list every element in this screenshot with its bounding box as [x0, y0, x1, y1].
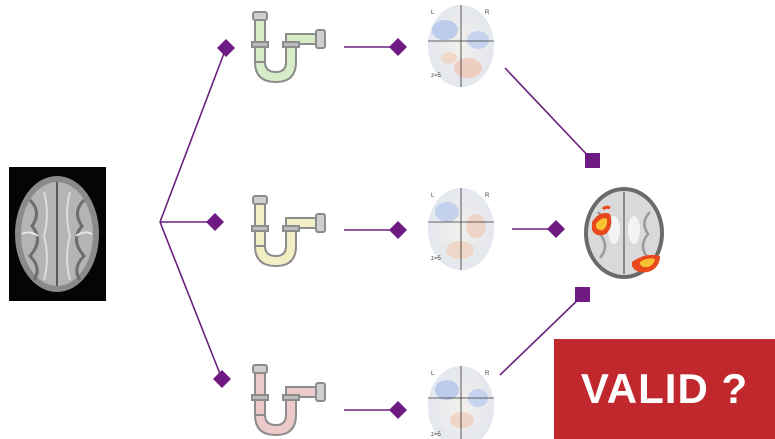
square-marker: [575, 287, 590, 302]
stat-map-icon: L R z=5: [428, 188, 494, 270]
map-left-label: L: [431, 193, 435, 199]
map-slice-label: z=5: [431, 256, 442, 262]
map-left-label: L: [431, 371, 435, 377]
stat-map-icon: L R z=5: [428, 366, 494, 439]
map-left-label: L: [431, 10, 435, 16]
brain-scan-icon: [9, 167, 106, 301]
diamond-marker: [213, 370, 231, 388]
map-right-label: R: [485, 371, 490, 377]
valid-question-badge: VALID ?: [554, 339, 775, 439]
map-slice-label: z=5: [431, 432, 442, 438]
map-right-label: R: [485, 193, 490, 199]
diamond-marker: [389, 221, 407, 239]
diamond-marker: [217, 39, 235, 57]
map-right-label: R: [485, 10, 490, 16]
connector-lines: [159, 46, 593, 411]
pipeline-icon: [251, 195, 326, 268]
diamond-markers: [206, 38, 565, 419]
diamond-marker: [206, 213, 224, 231]
pipeline-icon: [251, 364, 326, 437]
group-result-brain-icon: [584, 187, 664, 279]
pipeline-icon: [251, 11, 326, 84]
square-marker: [585, 153, 600, 168]
valid-question-label: VALID ?: [580, 365, 749, 412]
stat-map-icon: L R z=5: [428, 5, 494, 87]
diamond-marker: [389, 38, 407, 56]
diamond-marker: [547, 220, 565, 238]
square-markers: [575, 153, 600, 302]
diamond-marker: [389, 401, 407, 419]
map-slice-label: z=5: [431, 73, 442, 79]
